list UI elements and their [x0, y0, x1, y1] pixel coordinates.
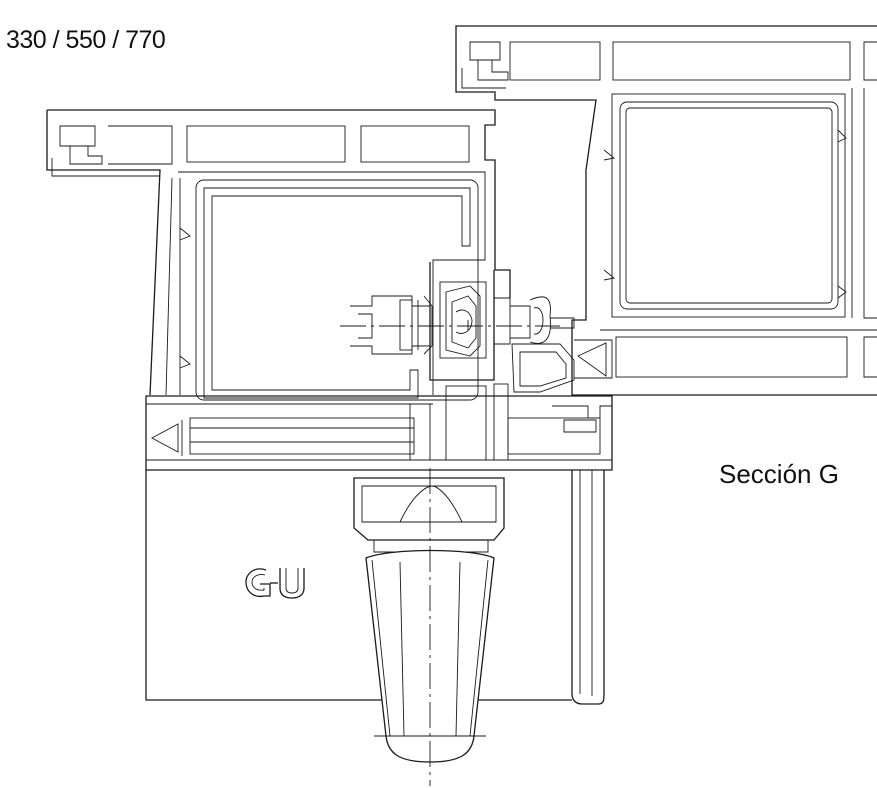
gu-logo	[245, 568, 305, 599]
window-handle	[145, 468, 605, 786]
locking-hardware	[340, 262, 575, 393]
model-numbers-label: 330 / 550 / 770	[6, 26, 166, 54]
section-label: Sección G	[719, 459, 839, 489]
right-sash-profile	[455, 25, 877, 396]
bottom-rail	[145, 383, 613, 471]
left-frame-profile	[46, 109, 511, 401]
